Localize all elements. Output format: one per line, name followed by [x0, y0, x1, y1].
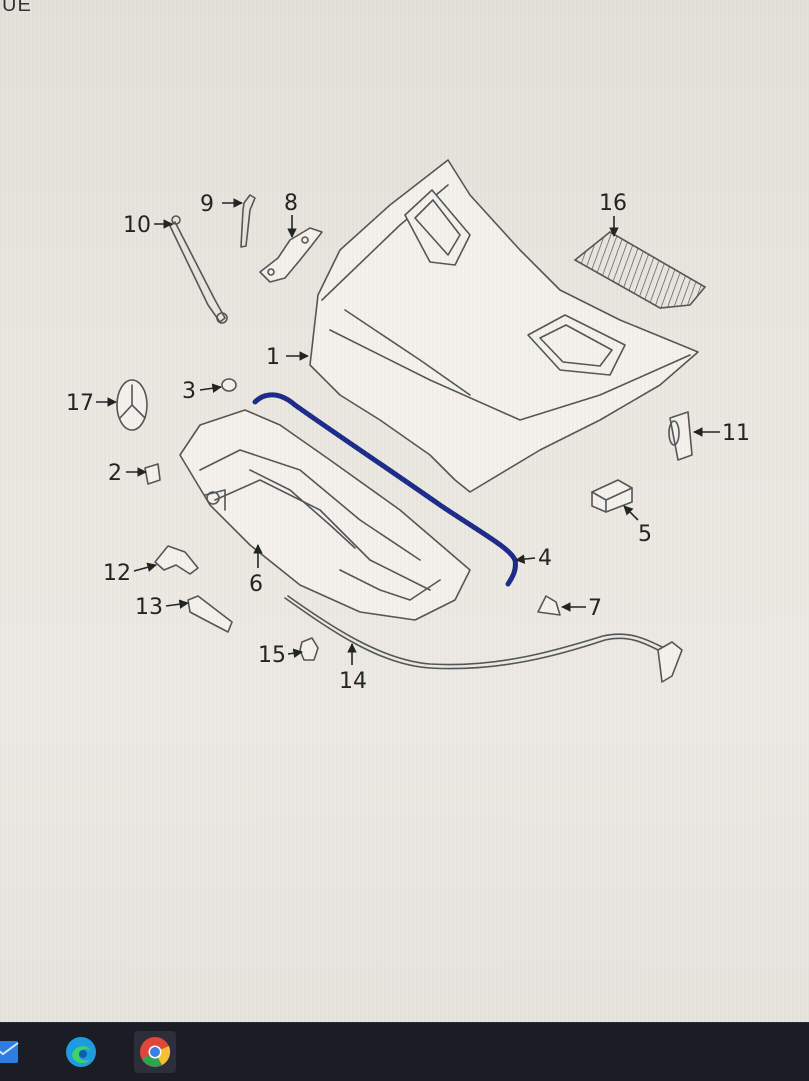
callout-12: 12	[103, 561, 131, 586]
arrow-3	[199, 383, 222, 393]
callout-4: 4	[538, 546, 552, 571]
callout-7: 7	[588, 596, 602, 621]
arrow-4	[515, 554, 536, 564]
callout-16: 16	[599, 191, 627, 216]
hood-parts-diagram: 1 2 3 4 5 6 7 8 9 10 11 12 13 14 15 16 1…	[66, 159, 750, 694]
block-part	[591, 479, 633, 513]
clip-15-part	[299, 637, 319, 661]
callout-10: 10	[123, 213, 151, 238]
prop-rod-part	[240, 194, 256, 248]
bracket-12-part	[154, 545, 199, 575]
hood-part	[309, 159, 699, 493]
support-strut-part	[169, 215, 228, 324]
callout-8: 8	[284, 191, 298, 216]
chrome-browser-icon[interactable]	[134, 1031, 176, 1073]
star-emblem-part	[116, 379, 148, 431]
release-cable-part	[284, 595, 683, 683]
callout-11: 11	[722, 421, 750, 446]
callout-5: 5	[638, 522, 652, 547]
buffer-part	[668, 411, 693, 461]
callout-3: 3	[182, 379, 196, 404]
callout-14: 14	[339, 669, 367, 694]
callout-13: 13	[135, 595, 163, 620]
hinge-part	[259, 227, 323, 283]
insulation-pad-part	[179, 409, 471, 621]
arrow-5	[623, 505, 639, 521]
callout-9: 9	[200, 192, 214, 217]
monitor-screen: UE	[0, 0, 809, 1022]
callout-6: 6	[249, 572, 263, 597]
callout-17: 17	[66, 391, 94, 416]
callout-arrows	[96, 198, 720, 665]
callout-labels: 1 2 3 4 5 6 7 8 9 10 11 12 13 14 15 16 1…	[66, 191, 750, 694]
arrow-15	[287, 648, 303, 658]
windows-taskbar	[0, 1022, 809, 1081]
arrow-12	[133, 562, 157, 572]
callout-2: 2	[108, 461, 122, 486]
bumper-stop-part	[144, 463, 161, 485]
bracket-13-part	[187, 595, 233, 633]
cropped-title-text: UE	[2, 0, 32, 16]
grille-panel-part	[573, 231, 707, 309]
edge-browser-icon[interactable]	[60, 1031, 102, 1073]
callout-1: 1	[266, 345, 280, 370]
arrow-13	[165, 599, 189, 609]
callout-15: 15	[258, 643, 286, 668]
mail-icon[interactable]	[0, 1031, 24, 1073]
latch-bracket-part	[537, 595, 561, 616]
clip-part	[221, 378, 237, 392]
